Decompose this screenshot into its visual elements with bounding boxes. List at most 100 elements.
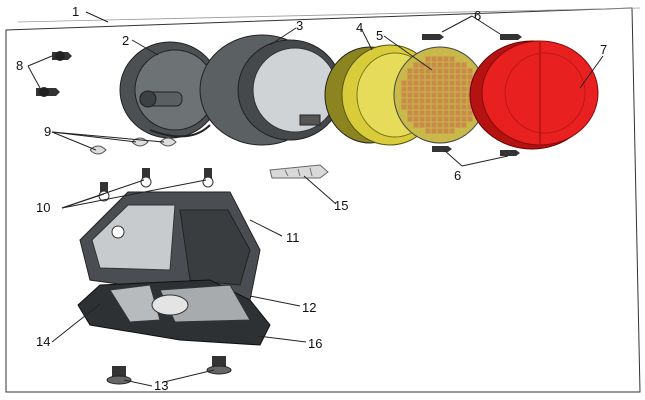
led-cell — [419, 92, 425, 98]
led-cell — [467, 104, 473, 110]
led-cell — [419, 110, 425, 116]
connector-part-15 — [269, 164, 329, 179]
led-cell — [419, 68, 425, 74]
led-cell — [407, 110, 413, 116]
red-lens-part — [469, 40, 599, 150]
led-cell — [413, 80, 419, 86]
led-cell — [467, 80, 473, 86]
led-cell — [461, 98, 467, 104]
led-cell — [407, 80, 413, 86]
callout-15: 15 — [334, 198, 348, 213]
led-cell — [443, 122, 449, 128]
led-cell — [413, 104, 419, 110]
led-cell — [461, 86, 467, 92]
led-cell — [449, 128, 455, 134]
led-cell — [437, 68, 443, 74]
callout-10: 10 — [36, 200, 50, 215]
led-cell — [443, 92, 449, 98]
led-cell — [407, 104, 413, 110]
led-cell — [455, 62, 461, 68]
led-cell — [419, 98, 425, 104]
led-cell — [437, 110, 443, 116]
led-cell — [407, 68, 413, 74]
led-cell — [401, 92, 407, 98]
screws-part-6 — [422, 34, 522, 156]
led-cell — [413, 62, 419, 68]
callout-4: 4 — [356, 20, 363, 35]
led-cell — [461, 62, 467, 68]
led-cell — [437, 74, 443, 80]
led-cell — [425, 98, 431, 104]
led-cell — [431, 128, 437, 134]
led-cell — [449, 116, 455, 122]
led-cell — [407, 74, 413, 80]
led-cell — [461, 122, 467, 128]
led-cell — [443, 62, 449, 68]
led-cell — [461, 80, 467, 86]
led-cell — [413, 110, 419, 116]
led-cell — [431, 116, 437, 122]
led-cell — [425, 110, 431, 116]
led-cell — [413, 122, 419, 128]
callout-2: 2 — [122, 33, 129, 48]
led-cell — [425, 86, 431, 92]
led-cell — [443, 104, 449, 110]
led-cell — [407, 86, 413, 92]
base-plate-part — [77, 279, 271, 346]
led-cell — [437, 92, 443, 98]
led-cell — [425, 104, 431, 110]
callout-9: 9 — [44, 124, 51, 139]
led-cell — [419, 122, 425, 128]
rear-housing-part — [119, 41, 221, 139]
callout-14: 14 — [36, 334, 50, 349]
led-cell — [455, 110, 461, 116]
led-cell — [449, 110, 455, 116]
callout-6-top: 6 — [474, 8, 481, 23]
led-cell — [443, 110, 449, 116]
callout-11: 11 — [286, 230, 300, 245]
led-cell — [413, 68, 419, 74]
led-cell — [425, 92, 431, 98]
led-cell — [425, 56, 431, 62]
led-cell — [431, 62, 437, 68]
led-cell — [413, 92, 419, 98]
clips-part-9 — [89, 137, 177, 155]
callout-16: 16 — [308, 336, 322, 351]
led-cell — [401, 104, 407, 110]
callout-labels: 1 2 3 4 5 6 6 7 8 9 10 11 12 13 14 15 16 — [16, 4, 607, 393]
led-cell — [467, 110, 473, 116]
led-cell — [431, 68, 437, 74]
led-cell — [461, 68, 467, 74]
led-cell — [419, 104, 425, 110]
led-cell — [437, 86, 443, 92]
led-cell — [449, 74, 455, 80]
led-cell — [443, 116, 449, 122]
led-cell — [425, 128, 431, 134]
led-cell — [449, 92, 455, 98]
callout-3: 3 — [296, 18, 303, 33]
led-cell — [413, 116, 419, 122]
bolts-part-10 — [98, 168, 214, 202]
led-cell — [431, 86, 437, 92]
led-cell — [455, 80, 461, 86]
led-cell — [419, 74, 425, 80]
led-cell — [425, 68, 431, 74]
led-cell — [431, 92, 437, 98]
led-cell — [455, 98, 461, 104]
led-cell — [443, 128, 449, 134]
led-cell — [431, 74, 437, 80]
led-cell — [461, 116, 467, 122]
ring-housing-part — [199, 34, 343, 146]
led-cell — [455, 92, 461, 98]
led-cell — [413, 98, 419, 104]
led-cell — [437, 104, 443, 110]
screws-part-8 — [36, 51, 72, 97]
led-cell — [467, 74, 473, 80]
led-cell — [437, 128, 443, 134]
led-cell — [449, 104, 455, 110]
led-cell — [419, 62, 425, 68]
led-cell — [401, 80, 407, 86]
led-cell — [437, 122, 443, 128]
callout-7: 7 — [600, 42, 607, 57]
